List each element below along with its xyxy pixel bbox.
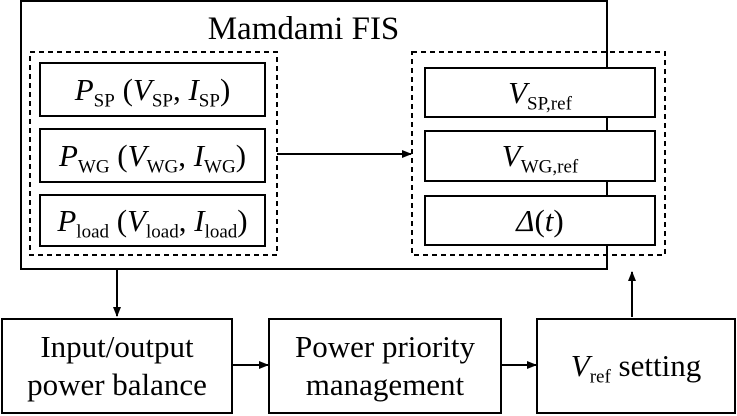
balance-label: Input/output power balance [27, 329, 207, 402]
vref-label: Vref setting [570, 348, 702, 388]
vref-block: Vref setting [536, 318, 736, 414]
input-load-expr: Pload (Vload, Iload) [57, 202, 248, 243]
input-box-sp: PSP (VSP, ISP) [39, 62, 266, 117]
output-group-dashed [411, 51, 666, 256]
balance-block: Input/output power balance [1, 318, 233, 414]
input-wg-expr: PWG (VWG, IWG) [58, 137, 247, 178]
input-box-load: Pload (Vload, Iload) [39, 194, 266, 247]
output-delta-expr: Δ(t) [516, 202, 564, 238]
priority-label: Power priority management [295, 329, 475, 402]
fis-title: Mamdami FIS [207, 11, 400, 47]
priority-block: Power priority management [268, 318, 502, 414]
output-vsp-ref-expr: VSP,ref [508, 74, 572, 115]
output-box-vwg-ref: VWG,ref [424, 130, 656, 182]
output-box-delta: Δ(t) [424, 195, 656, 246]
output-vwg-ref-expr: VWG,ref [501, 138, 579, 178]
input-sp-expr: PSP (VSP, ISP) [74, 71, 231, 112]
output-box-vsp-ref: VSP,ref [424, 67, 656, 118]
input-box-wg: PWG (VWG, IWG) [39, 128, 266, 183]
